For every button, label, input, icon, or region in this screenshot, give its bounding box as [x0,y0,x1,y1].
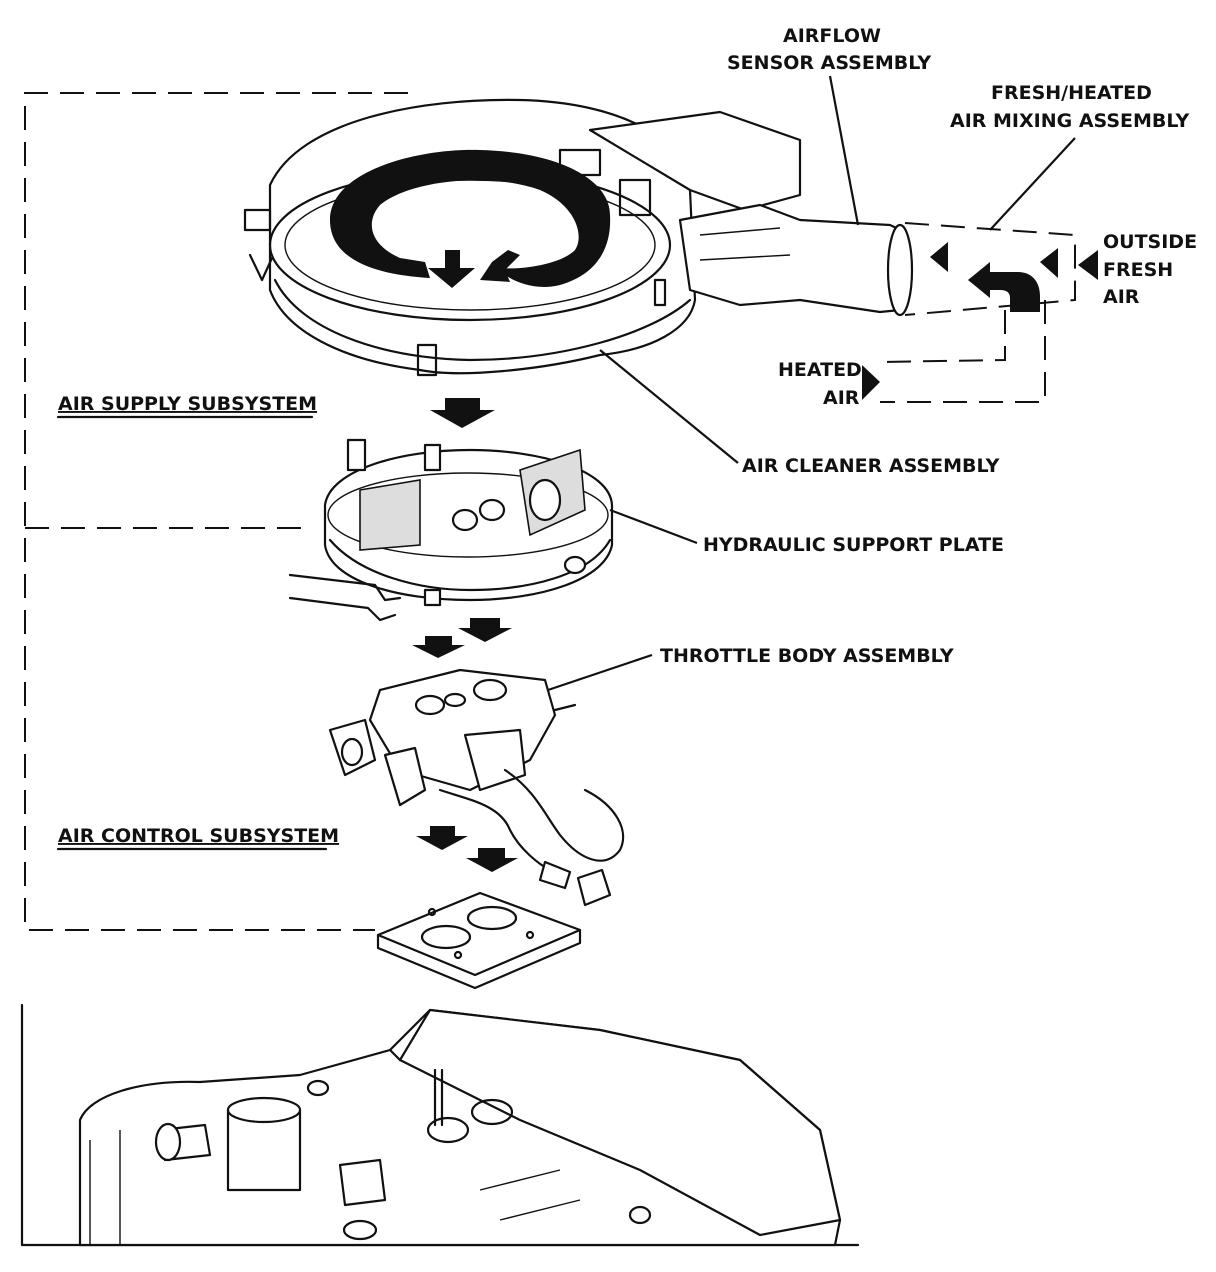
label-throttle-body-assembly: THROTTLE BODY ASSEMBLY [660,645,954,667]
label-airflow-sensor-line2: SENSOR ASSEMBLY [727,52,931,74]
label-heated-line1: HEATED [778,359,862,381]
throttle-body-illustration [328,668,625,907]
label-airflow-sensor-line1: AIRFLOW [783,25,881,47]
label-mixing-line1: FRESH/HEATED [991,82,1152,104]
label-heated-line2: AIR [823,387,860,409]
label-air-control-subsystem: AIR CONTROL SUBSYSTEM [58,825,339,847]
label-air-cleaner-assembly: AIR CLEANER ASSEMBLY [742,455,1000,477]
engine-manifold-illustration [20,1003,860,1247]
labels: AIRFLOW SENSOR ASSEMBLY FRESH/HEATED AIR… [56,25,1197,851]
subsystem-brackets [24,92,408,931]
gasket-illustration [376,891,582,990]
label-outside-line3: AIR [1103,286,1140,308]
air-cleaner-illustration [243,98,914,377]
hydraulic-support-plate-illustration [288,438,614,622]
label-air-supply-subsystem: AIR SUPPLY SUBSYSTEM [58,393,317,415]
label-mixing-line2: AIR MIXING ASSEMBLY [950,110,1190,132]
label-hydraulic-support-plate: HYDRAULIC SUPPORT PLATE [703,534,1004,556]
label-outside-line1: OUTSIDE [1103,231,1197,253]
label-outside-line2: FRESH [1103,259,1173,281]
leader-lines [547,75,1076,692]
